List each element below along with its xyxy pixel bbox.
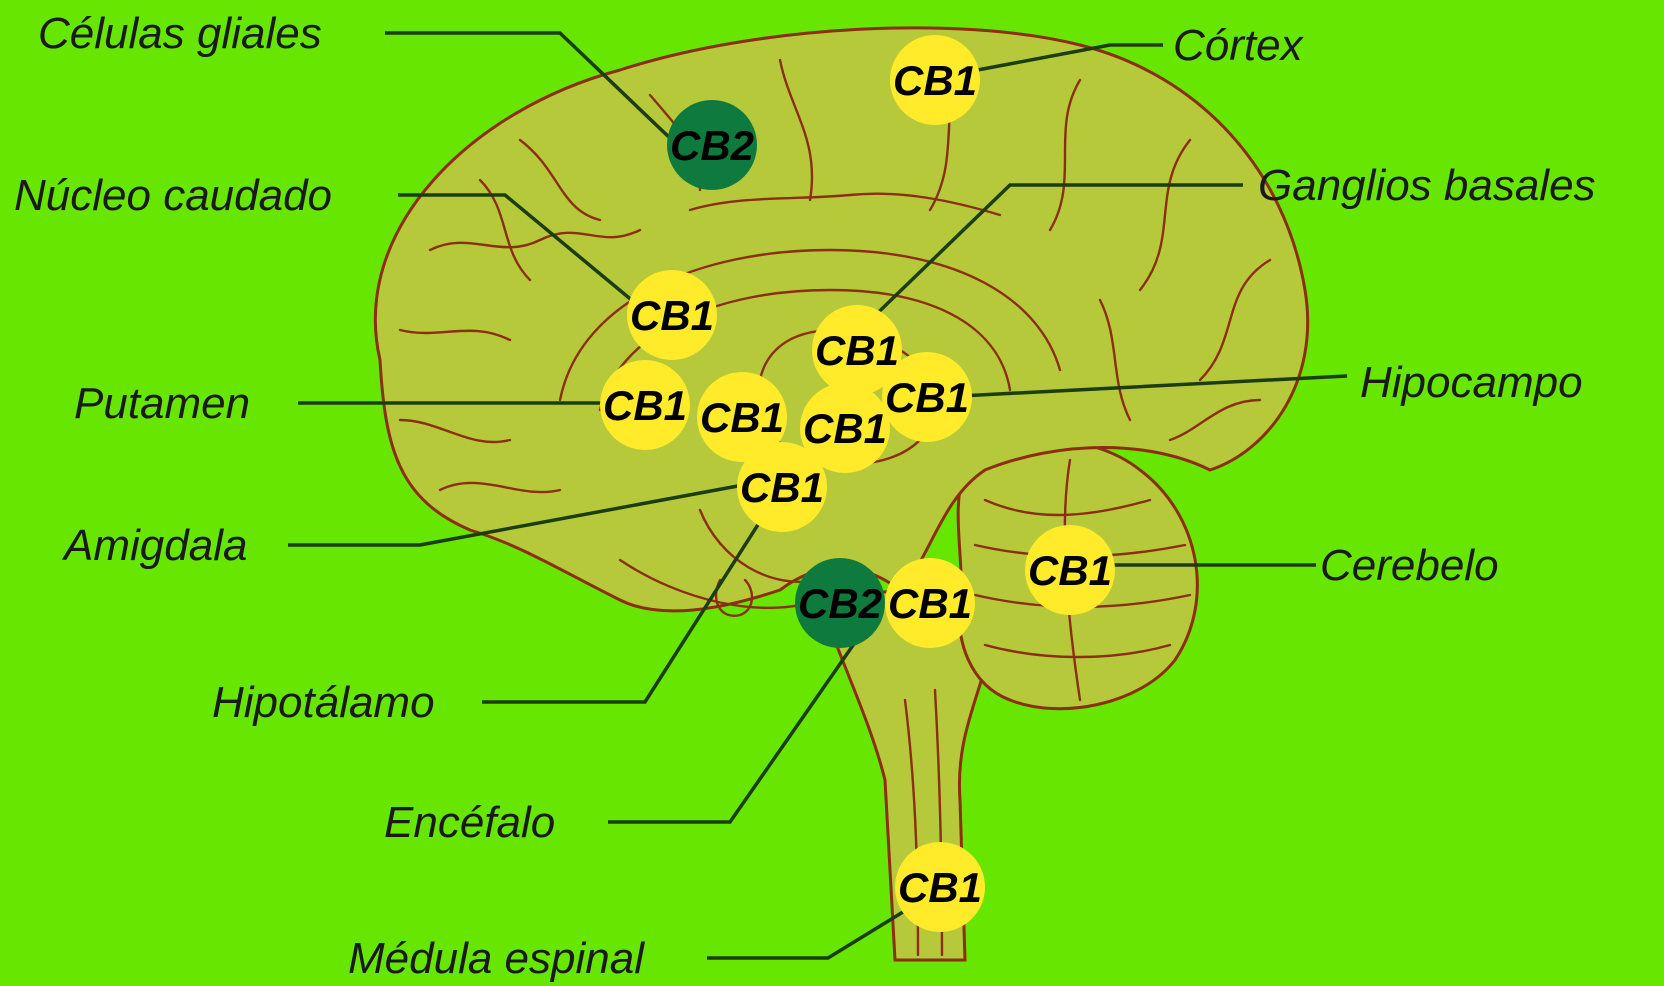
label-nucleo-caudado: Núcleo caudado xyxy=(14,171,332,220)
cb2-receptor-circle xyxy=(667,100,757,190)
sulcus-8 xyxy=(1198,258,1272,382)
hippocampus-cb1-marker: CB1 xyxy=(882,352,972,442)
sulcus-9 xyxy=(1168,398,1262,442)
cortex-cb1-marker: CB1 xyxy=(890,35,980,125)
corpus-callosum-inner xyxy=(598,288,1012,412)
corpus-callosum-outer xyxy=(558,248,1062,402)
glial-cb2-marker: CB2 xyxy=(667,100,757,190)
pituitary-outline xyxy=(714,578,754,617)
cb1-receptor-label: CB1 xyxy=(885,374,969,421)
leader-ganglios-basales xyxy=(858,183,1243,332)
cb1-receptor-circle xyxy=(800,383,890,473)
sulcus-2 xyxy=(518,138,602,222)
cb1-receptor-label: CB1 xyxy=(630,292,714,339)
cb1-receptor-label: CB1 xyxy=(893,57,977,104)
cb1-receptor-circle xyxy=(697,372,787,462)
sulcus-10 xyxy=(398,328,512,342)
sulcus-6 xyxy=(1048,78,1082,232)
leader-cortex xyxy=(934,43,1163,80)
cerebellum-fold-1 xyxy=(983,498,1152,517)
sulcus-11 xyxy=(398,418,512,444)
cb1-receptor-label: CB1 xyxy=(803,405,887,452)
label-putamen: Putamen xyxy=(74,379,250,428)
label-encefalo: Encéfalo xyxy=(384,798,555,847)
spinal-cord-cb1-marker: CB1 xyxy=(895,842,985,932)
sulcus-13 xyxy=(688,192,1002,217)
cb1-receptor-circle xyxy=(627,270,717,360)
cb1-receptor-circle xyxy=(882,352,972,442)
leader-nucleo-caudado xyxy=(398,193,636,304)
label-hipotalamo: Hipotálamo xyxy=(212,678,435,727)
cerebellum-cb1-marker: CB1 xyxy=(1025,525,1115,615)
caudate-cb1-marker: CB1 xyxy=(627,270,717,360)
leader-lines xyxy=(288,31,1348,960)
basal-ganglia-cb1-marker-c: CB1 xyxy=(800,383,890,473)
label-ganglios-basales: Ganglios basales xyxy=(1258,161,1596,210)
cb1-receptor-label: CB1 xyxy=(898,864,982,911)
cb1-receptor-label: CB1 xyxy=(888,580,972,627)
label-celulas-gliales: Células gliales xyxy=(38,9,322,58)
label-amigdala: Amigdala xyxy=(61,521,247,570)
cb1-receptor-circle xyxy=(600,360,690,450)
sulcus-12 xyxy=(438,481,562,494)
sulcus-4 xyxy=(778,58,814,202)
sulcus-15 xyxy=(478,178,532,282)
sulcus-1 xyxy=(428,228,642,252)
sulcus-7 xyxy=(1138,138,1192,292)
cb1-receptor-circle xyxy=(812,305,902,395)
receptor-markers: CB1 CB2 CB1 CB1 CB1 CB1 CB1 CB1 xyxy=(600,35,1115,932)
amygdala-cb1-marker: CB1 xyxy=(737,442,827,532)
label-cerebelo: Cerebelo xyxy=(1320,541,1499,590)
leader-encefalo xyxy=(608,617,874,824)
cb1-receptor-label: CB1 xyxy=(1028,547,1112,594)
label-hipocampo: Hipocampo xyxy=(1360,358,1583,407)
cb1-receptor-circle xyxy=(737,442,827,532)
leader-amigdala xyxy=(288,478,771,547)
leader-celulas-gliales xyxy=(385,31,674,142)
cb2-receptor-label: CB2 xyxy=(798,580,882,627)
cb1-receptor-circle xyxy=(1025,525,1115,615)
label-cortex: Córtex xyxy=(1173,21,1305,70)
sulcus-14 xyxy=(1098,298,1132,422)
label-medula-espinal: Médula espinal xyxy=(348,934,645,983)
leader-hipotalamo xyxy=(482,489,782,704)
region-labels: Células gliales Núcleo caudado Putamen A… xyxy=(14,9,1596,983)
cb2-receptor-circle xyxy=(795,558,885,648)
cb1-receptor-circle xyxy=(885,558,975,648)
leader-hipocampo xyxy=(959,374,1348,398)
basal-ganglia-cb1-marker-a: CB1 xyxy=(812,305,902,395)
putamen-cb1-marker: CB1 xyxy=(600,360,690,450)
cb1-receptor-label: CB1 xyxy=(603,382,687,429)
cb2-receptor-label: CB2 xyxy=(670,122,754,169)
cb1-receptor-circle xyxy=(895,842,985,932)
cb1-receptor-circle xyxy=(890,35,980,125)
hypothalamus-cb1-marker: CB1 xyxy=(885,558,975,648)
cb1-receptor-label: CB1 xyxy=(815,327,899,374)
cb1-receptor-label: CB1 xyxy=(740,464,824,511)
cb1-receptor-label: CB1 xyxy=(700,394,784,441)
encephalon-cb2-marker: CB2 xyxy=(795,558,885,648)
basal-ganglia-cb1-marker-b: CB1 xyxy=(697,372,787,462)
cerebellum-fold-4 xyxy=(983,643,1172,659)
